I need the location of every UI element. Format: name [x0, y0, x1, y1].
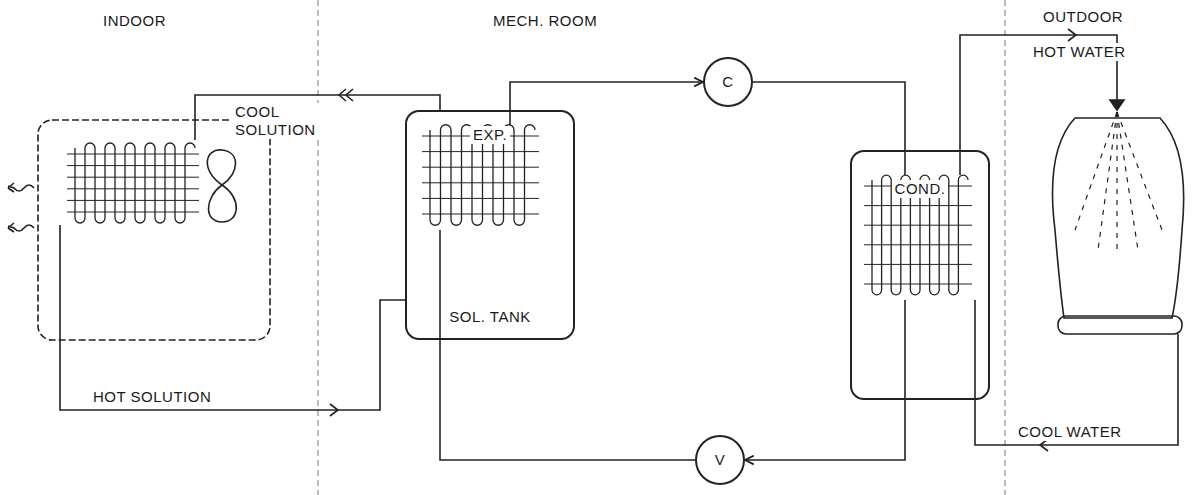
solution-tank: EXP. SOL. TANK	[405, 110, 575, 340]
coil-fin	[422, 182, 539, 183]
pipe	[904, 152, 906, 175]
coil-fin	[67, 165, 199, 166]
coil-fin	[67, 188, 199, 189]
refrigerant-line	[510, 82, 703, 110]
flow-arrow	[339, 89, 353, 101]
hot-solution-line	[60, 225, 407, 410]
coil-fin	[67, 154, 199, 155]
cooling-tower	[1053, 118, 1184, 318]
coil-fin	[864, 205, 972, 206]
refrigerant-line	[440, 340, 695, 460]
spray-nozzle	[1110, 100, 1124, 110]
zone-label: INDOOR	[100, 12, 169, 30]
coil-fin	[422, 198, 539, 199]
flow-arrow	[330, 404, 338, 416]
zone-divider	[1005, 0, 1006, 495]
coil-label: COND.	[892, 180, 949, 198]
flow-label: HOT SOLUTION	[90, 388, 214, 406]
tower-basin	[1058, 316, 1182, 334]
component-letter: V	[712, 451, 729, 469]
condenser-box: COND.	[850, 150, 990, 400]
coil-fin	[67, 212, 199, 213]
pipe	[904, 300, 906, 398]
coil-fin	[864, 244, 972, 245]
flow-label: COOL SOLUTION	[232, 103, 322, 139]
fan	[207, 150, 236, 222]
coil-fin	[67, 200, 199, 201]
pipe	[509, 112, 511, 125]
zone-label: MECH. ROOM	[490, 12, 600, 30]
coil-fin	[422, 167, 539, 168]
pipe	[959, 152, 961, 175]
pipe	[974, 300, 976, 398]
coil-fin	[864, 264, 972, 265]
coil-fin	[67, 177, 199, 178]
coil-fin	[864, 284, 972, 285]
coil-fin	[422, 214, 539, 215]
zone-divider	[318, 0, 319, 495]
refrigerant-line	[745, 400, 905, 460]
coil	[430, 125, 535, 225]
flow-label: COOL WATER	[1015, 423, 1125, 441]
air-arrow	[8, 183, 34, 192]
component-letter: C	[719, 73, 736, 91]
air-arrow	[8, 223, 34, 232]
zone-label: OUTDOOR	[1040, 8, 1126, 26]
pipe	[439, 230, 441, 338]
coil-fin	[864, 225, 972, 226]
cool-water-line	[975, 334, 1178, 445]
flow-label: HOT WATER	[1030, 43, 1129, 61]
compressor-circle: C	[703, 57, 753, 107]
valve-circle: V	[695, 435, 745, 485]
cool-solution-line	[195, 95, 440, 140]
flow-arrow	[1068, 29, 1076, 41]
fan-coil-housing	[38, 120, 270, 340]
coil-label: EXP.	[470, 126, 510, 144]
coil-fin	[422, 151, 539, 152]
refrigerant-line	[753, 82, 905, 150]
coil	[75, 143, 195, 223]
coil	[872, 175, 968, 295]
tank-label: SOL. TANK	[446, 308, 533, 326]
